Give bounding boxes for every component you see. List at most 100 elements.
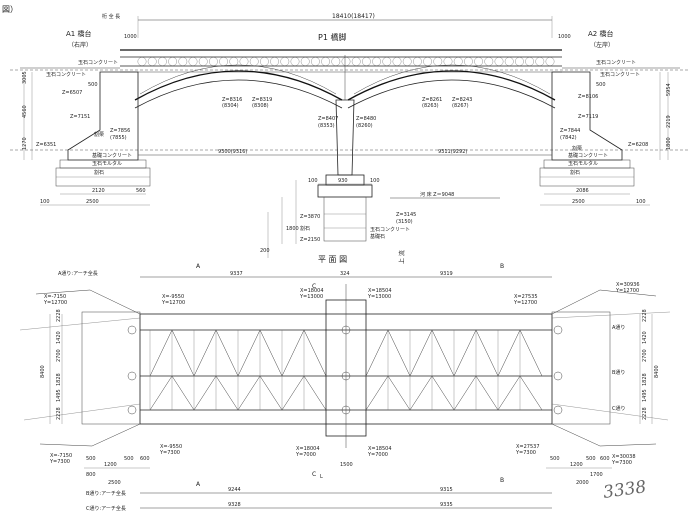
bot-dim-l0: 1200: [104, 462, 117, 468]
z-spring-l2b: (8308): [252, 103, 269, 109]
dim-2500-left: 2500: [86, 199, 99, 205]
truss-member: [475, 375, 499, 411]
railing-ring: [433, 57, 443, 66]
railing-ring: [372, 57, 381, 66]
plan-upstream: 上 流: [398, 250, 406, 264]
lbl-dim-500r: 500: [596, 82, 606, 88]
dim-100-left: 100: [40, 199, 50, 205]
railing-ring: [464, 57, 473, 66]
railing-ring: [525, 57, 534, 66]
z-spring-l1: Z=8316: [222, 97, 242, 103]
bot2-left-span: 9328: [228, 502, 241, 508]
railing-ring: [504, 57, 514, 66]
railing-ring: [423, 57, 432, 66]
truss-member: [497, 375, 521, 411]
bot-left-span: 9244: [228, 487, 241, 493]
truss-member: [171, 375, 195, 411]
railing-ring: [321, 57, 330, 66]
z-left-mid: Z=7151: [70, 114, 90, 120]
coord-bl1: X=-7150: [50, 453, 72, 459]
dim-1800: 1800: [286, 226, 299, 232]
axis-a-bot: A: [196, 481, 201, 488]
dim-1000-right: 1000: [558, 34, 571, 40]
z-spring-l1b: (8304): [222, 103, 239, 109]
left-dim-0: 2228: [56, 309, 62, 322]
bot-dim-l1: 500: [86, 456, 96, 462]
railing-ring: [392, 57, 402, 66]
lbl-base-stone: 基礎石: [370, 233, 385, 240]
railing-ring: [198, 57, 208, 66]
lbl-rubble-l: 割栗: [94, 131, 104, 138]
right-dim-5: 2228: [642, 407, 648, 420]
z-brg-rb: (7842): [560, 135, 577, 141]
axis-a-top: A: [196, 263, 201, 270]
abutment-left-sub: （右岸）: [68, 41, 92, 49]
riverbed: 河 床 Z＝9048: [420, 191, 454, 198]
truss-member: [431, 329, 455, 377]
width-total-l: 8400: [40, 365, 46, 378]
lbl-concrete-right2: 玉石コンクリート: [600, 72, 640, 78]
railing-ring: [474, 57, 483, 66]
coord-tc1: X=18004: [300, 288, 324, 294]
lbl-concrete-left: 玉石コンクリート: [78, 60, 118, 66]
z-left-bot: Z=6351: [36, 142, 56, 148]
truss-member: [303, 375, 327, 411]
right-dim-3: 1828: [642, 373, 648, 386]
coord-br1: X=27537: [516, 444, 540, 450]
lbl-base-concrete-r: 基礎コンクリート: [568, 152, 608, 159]
railing-ring: [515, 57, 524, 66]
left-dim-4: 1495: [56, 389, 62, 402]
truss-member: [409, 375, 433, 411]
truss-member: [281, 375, 305, 411]
railing-ring: [300, 57, 310, 66]
left-dim-2: 2700: [56, 349, 62, 362]
truss-member: [215, 329, 239, 377]
railing-ring: [280, 57, 290, 66]
bot-1700: 1700: [590, 472, 603, 478]
railing-ring: [311, 57, 320, 66]
truss-member: [171, 329, 195, 377]
railing-ring: [147, 57, 157, 66]
abutment-left-title: A1 橋台: [66, 29, 91, 38]
line-b-label: B通り:アーチ全長: [86, 490, 126, 497]
total-length: 18410(18417): [332, 13, 375, 20]
railing-ring: [453, 57, 463, 66]
elevation-title: P1 橋脚: [318, 32, 346, 42]
top-right-span: 9319: [440, 271, 453, 277]
coord-bl2b: Y=7300: [159, 450, 180, 456]
axis-b-top: B: [500, 263, 504, 270]
left-dim-5: 2228: [56, 407, 62, 420]
dim-2120: 2120: [92, 188, 105, 194]
side-dim-r1: 2219: [666, 115, 672, 128]
lbl-stone-mortar-r: 玉石モルタル: [568, 160, 598, 167]
railing-ring: [351, 57, 361, 66]
lbl-base-concrete-l: 基礎コンクリート: [92, 152, 132, 159]
lbl-rubble-r: 割栗: [572, 145, 582, 152]
truss-member: [387, 329, 411, 377]
z-left-top: Z=6507: [62, 90, 82, 96]
railing-ring: [178, 57, 188, 66]
truss-member: [475, 329, 499, 377]
bot-dim-r1: 500: [550, 456, 560, 462]
abutment-right-title: A2 橋台: [588, 29, 613, 38]
left-dim-3: 1828: [56, 373, 62, 386]
bot-dim-l2: 500: [124, 456, 134, 462]
lbl-concrete-right: 玉石コンクリート: [596, 60, 636, 66]
dim-1000-left: 1000: [124, 34, 137, 40]
z-spring-r2b: (8267): [452, 103, 469, 109]
plan-title: 平 面 図: [318, 255, 347, 264]
railing-ring: [413, 57, 422, 66]
top-mid: 324: [340, 271, 350, 277]
z-pier-rb: (8260): [356, 123, 373, 129]
dim-100-pier-l: 100: [308, 178, 318, 184]
coord-tc1b: Y=13000: [299, 294, 323, 300]
railing-ring: [402, 57, 412, 66]
railing-ring: [209, 57, 218, 66]
dim-2500-right: 2500: [572, 199, 585, 205]
truss-member: [193, 329, 217, 377]
z-right-mid: Z=7119: [578, 114, 598, 120]
plan-view: 平 面 図 上 流 A通り:アーチ全長 9337 324 9319 A B C: [19, 250, 671, 512]
railing-ring: [545, 57, 555, 66]
side-dim-r2: 1800: [666, 137, 672, 150]
line-a-label: A通り:アーチ全長: [58, 270, 98, 277]
